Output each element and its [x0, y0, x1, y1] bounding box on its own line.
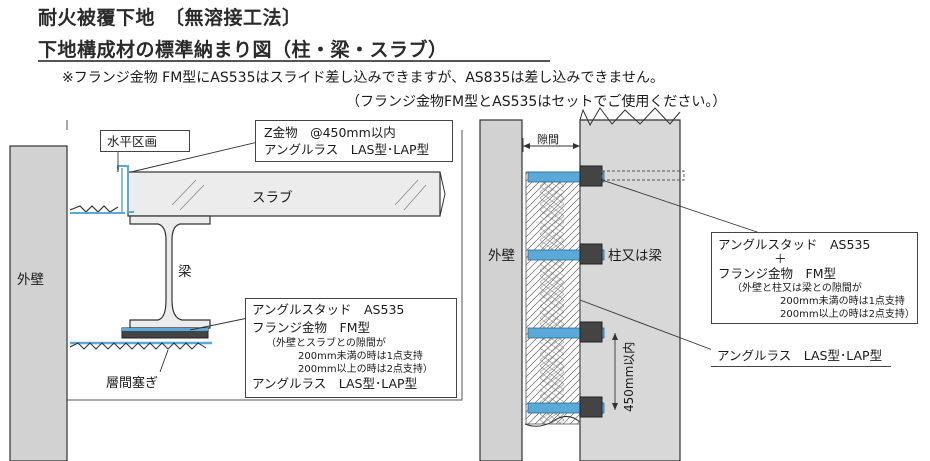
right-outer-wall-label: 外壁 [488, 248, 515, 264]
left-stud-line3: （外壁とスラブとの隙間が [266, 338, 386, 349]
right-stud-line1: アングルスタッド AS535 [718, 237, 871, 252]
note-line1: ※フランジ金物 FM型にAS535はスライド差し込みできますが、AS835は差し… [62, 70, 664, 86]
leader-firestop [159, 349, 169, 373]
left-stud-box: アングルスタッド AS535 フランジ金物 FM型 （外壁とスラブとの隙間が 2… [245, 298, 457, 398]
right-stud-line5: 200mm未満の時は1点支持 [780, 296, 905, 307]
leader-right-stud [601, 179, 761, 234]
stud-3 [527, 321, 605, 343]
right-stud-line6: 200mm以上の時は2点支持） [780, 309, 915, 320]
left-outer-wall [9, 145, 68, 461]
left-stud-line5: 200mm以上の時は2点支持） [298, 364, 433, 375]
slab [127, 171, 441, 217]
title-underline [38, 60, 550, 62]
h-beam [129, 215, 211, 329]
stud-2 [527, 243, 605, 265]
horizontal-section-box: 水平区画 [100, 130, 190, 152]
left-stud-line2: フランジ金物 FM型 [252, 320, 370, 335]
gap-label: 隙間 [537, 133, 559, 146]
right-stud-line2: ＋ [774, 251, 787, 266]
z-box-line1: Z金物 @450mm以内 [264, 125, 396, 140]
title-line1: 耐火被覆下地 〔無溶接工法〕 [38, 7, 302, 29]
fire-stop-label: 層間塞ぎ [106, 376, 159, 391]
column-label: 柱又は梁 [608, 248, 662, 264]
leader-z [130, 141, 259, 173]
horizontal-lath [69, 205, 119, 213]
right-stud-line3: フランジ金物 FM型 [718, 266, 836, 281]
leader-right-lath [579, 299, 719, 353]
slab-label: スラブ [252, 190, 293, 206]
horizontal-section-label: 水平区画 [107, 134, 158, 149]
z-box-line2: アングルラス LAS型･LAP型 [264, 142, 430, 157]
left-frame [66, 120, 463, 401]
right-lath-label: アングルラス LAS型･LAP型 [717, 348, 883, 363]
stud-1 [527, 165, 685, 187]
right-lath-box: アングルラス LAS型･LAP型 [711, 345, 891, 367]
left-outer-wall-label: 外壁 [17, 272, 44, 288]
left-stud-line6: アングルラス LAS型･LAP型 [252, 376, 418, 391]
stud-4 [527, 396, 605, 418]
left-stud-line4: 200mm未満の時は1点支持 [298, 351, 423, 362]
left-stud-line1: アングルスタッド AS535 [252, 302, 405, 317]
right-stud-box: アングルスタッド AS535 ＋ フランジ金物 FM型 （外壁と柱又は梁との隙間… [711, 232, 918, 324]
fire-stop-box: 層間塞ぎ [100, 372, 210, 397]
spacing-label: 450mm以内 [622, 341, 636, 412]
beam-label: 梁 [178, 264, 192, 280]
right-outer-wall [479, 119, 523, 461]
note-line2: （フランジ金物FM型とAS535はセットでご使用ください。） [346, 94, 727, 110]
z-bracket-box: Z金物 @450mm以内 アングルラス LAS型･LAP型 [255, 120, 453, 162]
title-line2: 下地構成材の標準納まり図（柱・梁・スラブ） [38, 39, 448, 61]
leader-stud [189, 317, 249, 331]
right-stud-line4: （外壁と柱又は梁との隙間が [732, 283, 862, 294]
